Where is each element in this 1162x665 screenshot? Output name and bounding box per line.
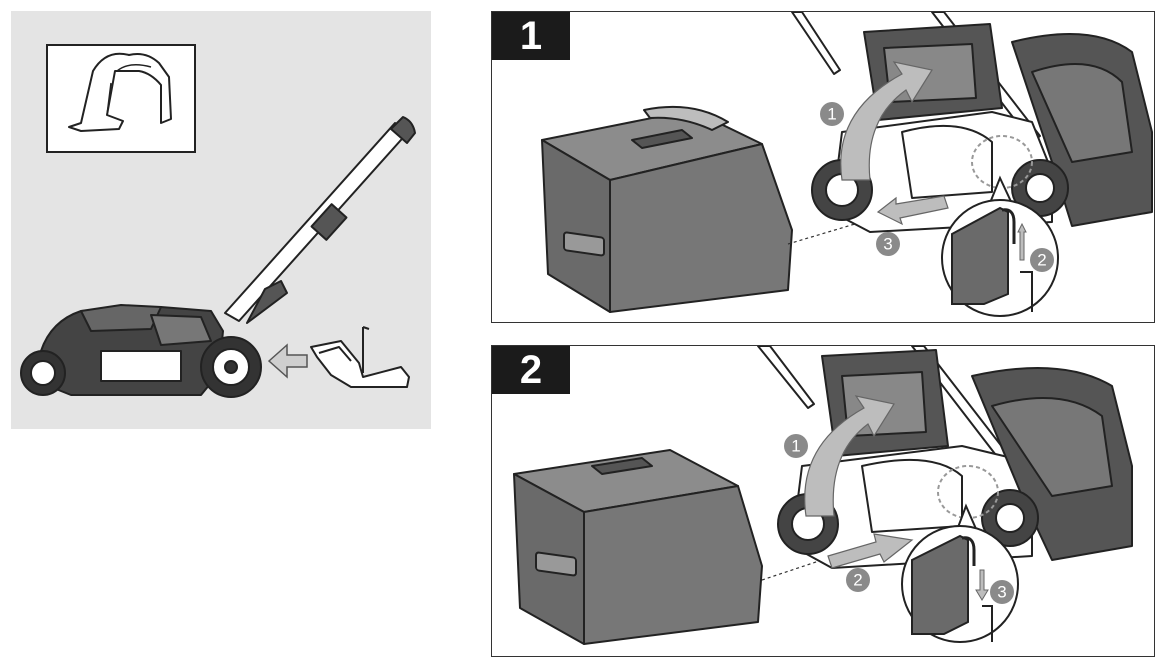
grass-bag-icon: [513, 449, 763, 645]
lawn-mower-icon: [20, 116, 416, 398]
step-1-callout-2: 2: [1030, 248, 1054, 272]
step-panel-1: 1 3 2 1: [491, 11, 1155, 323]
svg-text:1: 1: [827, 105, 836, 124]
mower-rear-door-icon: [791, 12, 1153, 233]
svg-text:3: 3: [997, 583, 1006, 602]
insert-arrow-icon: [267, 343, 308, 379]
grass-catcher-inset-icon: [46, 44, 196, 153]
step-number-badge: 2: [492, 346, 570, 394]
svg-text:1: 1: [791, 437, 800, 456]
hook-detail-icon: [941, 175, 1059, 317]
step-1-callout-3: 3: [876, 232, 900, 256]
svg-text:3: 3: [883, 235, 892, 254]
lift-arrow-icon: [840, 61, 933, 181]
svg-text:2: 2: [853, 571, 862, 590]
step-1-callout-1: 1: [820, 102, 844, 126]
hook-detail-icon: [901, 503, 1019, 643]
step-2-callout-3: 3: [990, 580, 1014, 604]
step-panel-2: 1 2 3 2: [491, 345, 1155, 657]
overview-panel: [11, 11, 431, 429]
remove-arrow-icon: [876, 195, 949, 226]
mulching-plug-icon: [310, 326, 410, 388]
step-2-callout-2: 2: [846, 568, 870, 592]
step-1-illustration: 1 3 2: [541, 12, 1153, 317]
svg-text:2: 2: [1037, 251, 1046, 270]
overview-illustration: [20, 44, 416, 398]
step-2-illustration: 1 2 3: [513, 346, 1133, 645]
step-2-callout-1: 1: [784, 434, 808, 458]
lift-arrow-icon: [804, 395, 895, 517]
insert-arrow-icon: [827, 533, 914, 569]
step-number-badge: 1: [492, 12, 570, 60]
grass-bag-icon: [541, 105, 793, 313]
